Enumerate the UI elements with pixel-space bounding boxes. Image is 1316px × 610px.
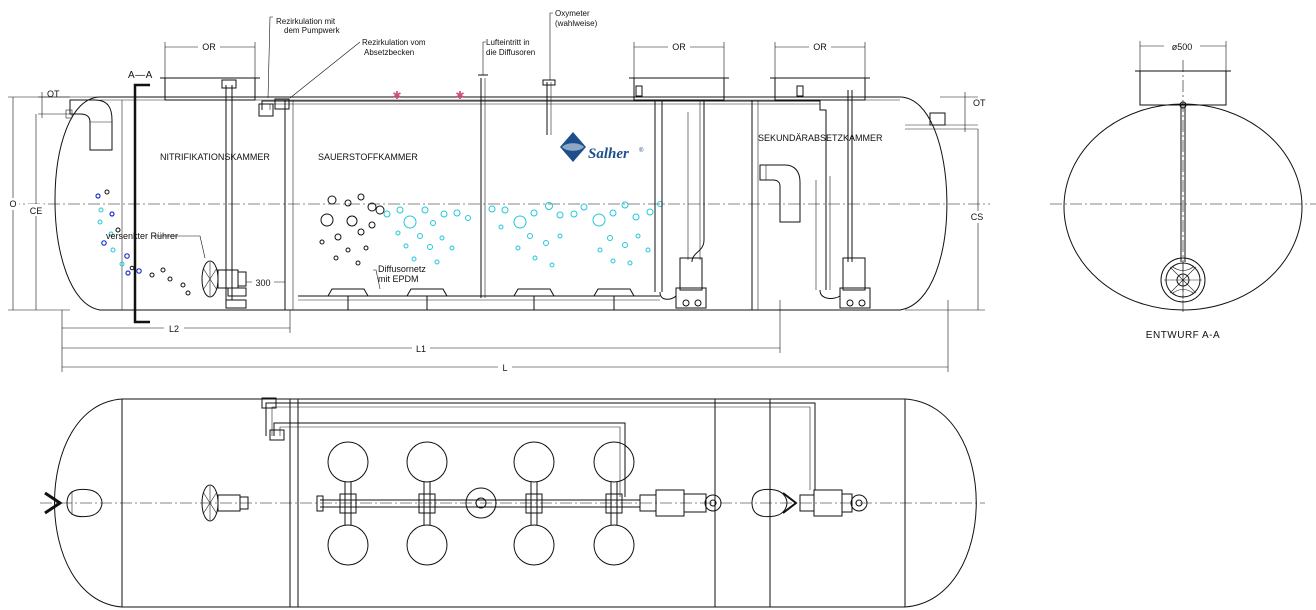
plan-pumps bbox=[639, 489, 868, 517]
section-line-marker bbox=[133, 83, 150, 324]
label-diffuser-line2: mit EPDM bbox=[378, 274, 419, 284]
dim-ot-right: OT bbox=[973, 98, 986, 108]
dim-or-3: OR bbox=[813, 42, 827, 52]
label-air-inlet-line1: Lufteintritt in bbox=[486, 38, 530, 47]
label-oxymeter-line1: Oxymeter bbox=[555, 9, 590, 18]
tank-outline-side bbox=[54, 96, 948, 311]
plan-recirculation-pipe bbox=[265, 402, 816, 490]
label-air-inlet-line2: die Diffusoren bbox=[486, 48, 535, 57]
plan-diffusers bbox=[327, 441, 635, 566]
label-stirrer: versenkter Rührer bbox=[106, 231, 178, 241]
label-oxymeter-line2: (wahlweise) bbox=[555, 19, 598, 28]
label-diffuser-line1: Diffusornetz bbox=[378, 264, 426, 274]
section-stirrer bbox=[1160, 257, 1206, 303]
settling-inlet-elbow bbox=[759, 164, 801, 223]
dim-or-2: OR bbox=[672, 42, 686, 52]
nitrification-bubbles bbox=[95, 189, 191, 296]
dim-300: 300 bbox=[255, 278, 270, 288]
plan-manifold bbox=[316, 482, 640, 525]
aeration-bubbles bbox=[319, 193, 663, 268]
logo-text: Salher bbox=[588, 146, 629, 162]
logo-mark: ® bbox=[639, 147, 644, 154]
section-mark-label: A—A bbox=[128, 70, 153, 81]
valve-marker: ✱ bbox=[455, 89, 464, 102]
label-nitrification-chamber: NITRIFIKATIONSKAMMER bbox=[160, 152, 270, 162]
label-oxygen-chamber: SAUERSTOFFKAMMER bbox=[318, 152, 418, 162]
dim-ot-left: OT bbox=[47, 89, 60, 99]
plan-stirrer bbox=[201, 484, 249, 522]
dim-l2: L2 bbox=[169, 324, 179, 334]
label-recirc-pump-line2: dem Pumpwerk bbox=[284, 26, 341, 35]
valve-marker: ✱ bbox=[392, 89, 401, 102]
inlet-arrow bbox=[44, 491, 63, 515]
outlet-arrow bbox=[782, 492, 798, 514]
dim-l1: L1 bbox=[416, 344, 426, 354]
dim-o: O bbox=[9, 199, 16, 209]
dim-dia500: ø500 bbox=[1172, 42, 1193, 52]
salher-logo: Salher ® bbox=[560, 132, 644, 162]
label-secondary-settling-chamber: SEKUNDÄRABSETZKAMMER bbox=[758, 133, 883, 143]
section-view: ø500 ENTWURF A-A bbox=[1050, 40, 1316, 341]
pump-station bbox=[635, 85, 707, 309]
label-recirc-pump-line1: Rezirkulation mit bbox=[276, 17, 336, 26]
dim-cs: CS bbox=[971, 212, 984, 222]
recirculation-pipe bbox=[261, 100, 820, 110]
side-elevation: OR OR OR OT OT bbox=[7, 9, 990, 373]
dim-ce: CE bbox=[30, 206, 43, 216]
label-recirc-settling-line2: Absetzbecken bbox=[364, 48, 414, 57]
plan-view bbox=[40, 397, 985, 608]
diffusers bbox=[327, 288, 635, 310]
dim-l: L bbox=[502, 363, 507, 373]
label-section-view: ENTWURF A-A bbox=[1146, 330, 1220, 341]
submerged-stirrer bbox=[201, 260, 247, 309]
settling-pump bbox=[796, 85, 871, 309]
dim-or-1: OR bbox=[202, 42, 216, 52]
inlet-pipe bbox=[69, 99, 113, 151]
label-recirc-settling-line1: Rezirkulation vom bbox=[362, 38, 426, 47]
